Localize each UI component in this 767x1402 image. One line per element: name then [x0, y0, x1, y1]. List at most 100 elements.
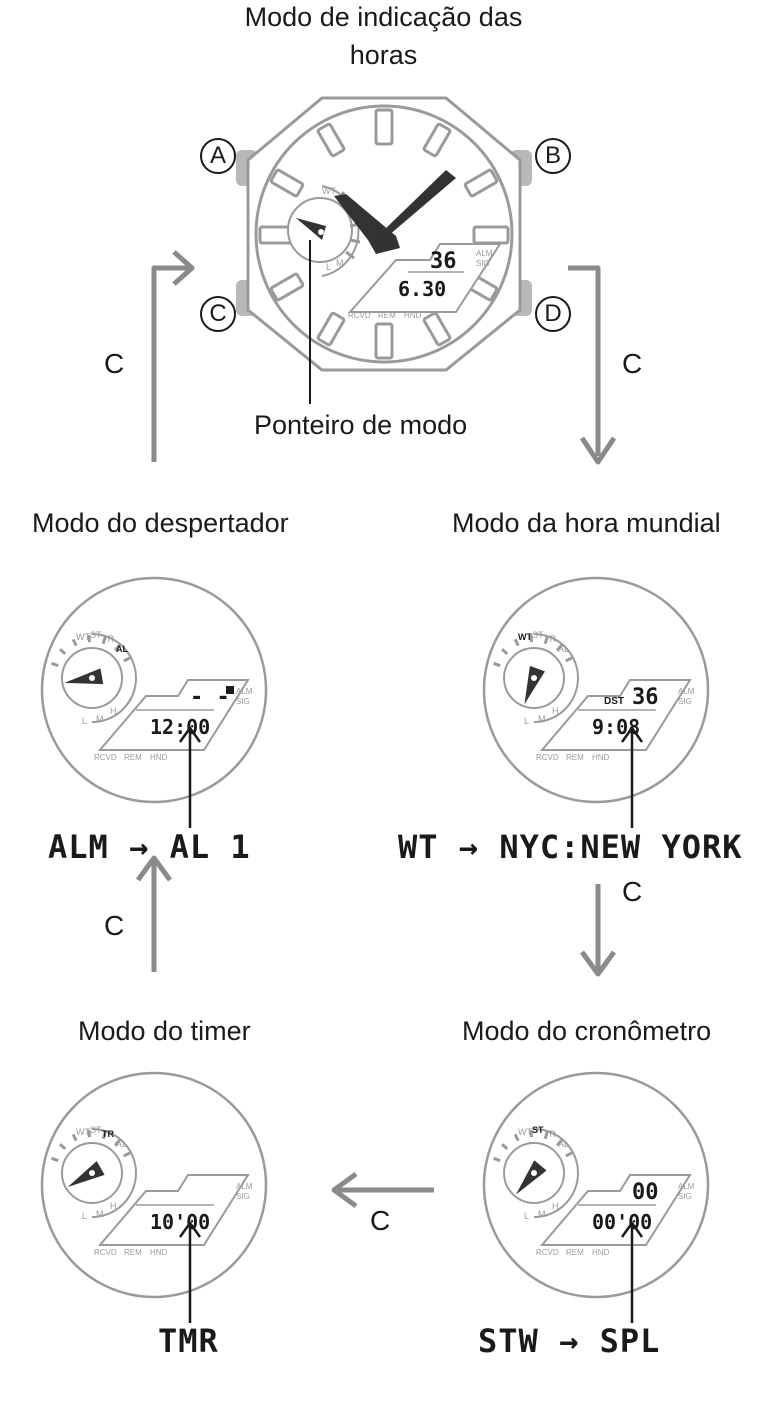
world-dial-mark-st: ST [532, 630, 544, 640]
alarm-lcd-main-digits: 12:00 [150, 715, 210, 739]
button-d: D [535, 296, 571, 332]
stopwatch-dial-mark-h: H [552, 1201, 559, 1211]
stopwatch-dial-mark-l: L [524, 1211, 529, 1221]
timer-dial-mark-m: M [96, 1209, 104, 1219]
mode-pointer [296, 218, 326, 240]
world-lcd-label-hnd: HND [592, 753, 610, 762]
alarm-indicator-head [178, 725, 202, 743]
stopwatch-indicator-head [620, 1220, 644, 1238]
timer-dial-mark-tr: TR [102, 1129, 114, 1139]
world-lcd-top-digits: 36 [632, 685, 659, 710]
stopwatch-scale-tick [543, 1131, 549, 1140]
top-dial-mark-wt: WT [322, 186, 336, 196]
timer-scale-tick [123, 1151, 131, 1158]
button-c: C [200, 296, 236, 332]
timer-scale-tick [59, 1143, 67, 1151]
world-dial-mark-h: H [552, 706, 559, 716]
stopwatch-scale-tick [555, 1139, 563, 1147]
arrow-world-to-stopwatch-head [579, 950, 617, 977]
alarm-dial-mark-l: L [82, 716, 87, 726]
timer-lcd-label-rcvd: RCVD [94, 1248, 117, 1257]
transition-c-left-mid: C [104, 910, 125, 941]
world-mode-pointer [524, 665, 545, 705]
pointer-label: Ponteiro de modo [254, 410, 468, 440]
top-title-line2: horas [349, 40, 418, 70]
stopwatch-lcd-label-rcvd: RCVD [536, 1248, 559, 1257]
timer-readout: TMR [158, 1322, 219, 1360]
timer-lcd-window [97, 1174, 250, 1246]
stopwatch-lcd-label-alm: ALM [678, 1182, 695, 1191]
stopwatch-scale-tick [493, 1156, 501, 1163]
top-title-line1: Modo de indicação das [244, 2, 523, 32]
world-dial-mark-tr: TR [544, 634, 556, 644]
alarm-scale-arc [91, 633, 137, 723]
alarm-lcd-window [97, 679, 250, 751]
stopwatch-lcd-label-rem: REM [566, 1248, 584, 1257]
lcd-bottom-digits: 6.30 [398, 277, 446, 301]
button-a: A [200, 138, 236, 174]
stopwatch-lcd-top-digits: 00 [632, 1180, 659, 1205]
lcd-label-rem: REM [378, 311, 396, 320]
timer-scale-arc [91, 1128, 137, 1218]
alarm-dial-mark-h: H [110, 706, 117, 716]
alarm-dial-mark-tr: TR [102, 634, 114, 644]
world-lcd-prefix: DST [604, 696, 624, 707]
top-dial-mark-l: L [326, 262, 331, 272]
world-lcd-label-rem: REM [566, 753, 584, 762]
lcd-label-rcvd: RCVD [348, 311, 371, 320]
arrow-alarm-to-time-head [172, 250, 195, 286]
stopwatch-scale-tick [513, 1133, 520, 1142]
alarm-dial-mark-m: M [96, 714, 104, 724]
transition-c-left-top: C [104, 348, 125, 379]
world-scale-tick [513, 638, 520, 647]
alarm-lcd-label-rem: REM [124, 753, 142, 762]
timer-lcd-label-sig: SIG [236, 1192, 250, 1201]
stopwatch-dial-mark-wt: WT [518, 1127, 532, 1137]
alarm-scale-tick [51, 661, 59, 668]
timer-dial-mark-h: H [110, 1201, 117, 1211]
world-scale-tick [543, 636, 549, 645]
flow-arrows [135, 250, 617, 1209]
stopwatch-lcd-label-sig: SIG [678, 1192, 692, 1201]
stopwatch-dial-mark-al: AL [558, 1139, 569, 1149]
timer-scale-tick [113, 1139, 121, 1147]
transition-c-bottom: C [370, 1205, 391, 1236]
alarm-lcd-label-sig: SIG [236, 697, 250, 706]
lcd-label-sig: SIG [476, 259, 490, 268]
timer-dial-mark-wt: WT [76, 1127, 90, 1137]
lcd-top-digits: 36 [430, 249, 457, 274]
world-scale-tick [565, 656, 573, 663]
arrow-time-to-world-head [579, 436, 617, 465]
alarm-mode-title: Modo do despertador [32, 508, 289, 538]
alarm-lcd-label-hnd: HND [150, 753, 168, 762]
arrow-stopwatch-to-timer-head [331, 1171, 358, 1209]
lcd-label-hnd: HND [404, 311, 422, 320]
world-lcd-label-alm: ALM [678, 687, 695, 696]
world-scale-tick [555, 644, 563, 652]
alarm-dial-mark-al: AL [116, 644, 128, 654]
arrow-time-to-world [568, 265, 601, 456]
alarm-on-indicator [226, 686, 234, 694]
alarm-scale-tick [113, 644, 121, 652]
stopwatch-mode-pointer [516, 1160, 547, 1195]
timer-dial-mark-al: AL [116, 1139, 127, 1149]
world-lcd-window [539, 679, 692, 751]
lcd-window [347, 243, 502, 313]
world-mode-title: Modo da hora mundial [452, 508, 721, 538]
timer-dial-mark-st: ST [90, 1125, 102, 1135]
timer-mode-pointer [67, 1161, 105, 1187]
timer-scale-tick [51, 1156, 59, 1163]
arrow-alarm-to-time [151, 265, 188, 462]
stopwatch-dial-mark-tr: TR [544, 1129, 556, 1139]
alarm-scale-tick [59, 648, 67, 656]
world-scale-tick [501, 648, 509, 656]
button-b: B [535, 138, 571, 174]
timer-lcd-label-hnd: HND [150, 1248, 168, 1257]
alarm-dial-mark-wt: WT [76, 632, 90, 642]
world-scale-tick [493, 661, 501, 668]
timer-dial-mark-l: L [82, 1211, 87, 1221]
